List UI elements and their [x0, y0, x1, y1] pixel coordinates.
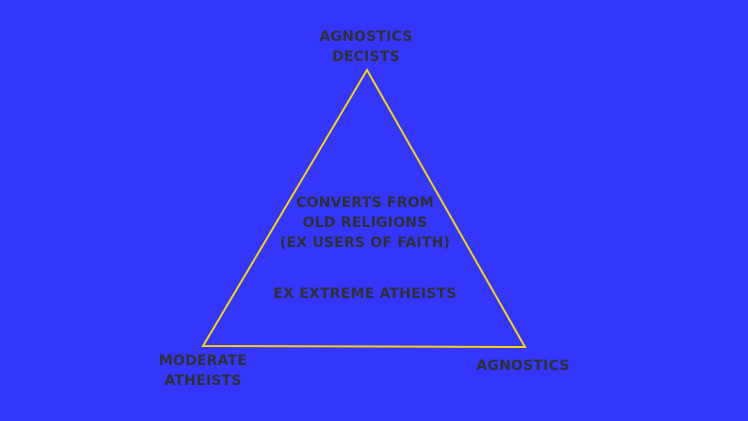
bottom-left-vertex-label: MODERATE ATHEISTS: [159, 351, 247, 391]
center-label-line1: CONVERTS FROM: [296, 195, 434, 211]
triangle: [201, 68, 527, 349]
center-label-line3: (EX USERS OF FAITH): [279, 235, 451, 251]
bottom-right-vertex-label: AGNOSTICS: [476, 358, 570, 374]
top-label-line1: AGNOSTICS: [319, 29, 413, 45]
top-label-line2: DECISTS: [332, 49, 400, 65]
center-label: CONVERTS FROM OLD RELIGIONS (EX USERS OF…: [280, 193, 450, 253]
bottom-left-label-line1: MODERATE: [158, 353, 248, 369]
top-vertex-label: AGNOSTICS DECISTS: [319, 27, 412, 67]
bottom-left-label-line2: ATHEISTS: [164, 373, 242, 389]
inner-label: EX EXTREME ATHEISTS: [273, 286, 457, 302]
center-label-line2: OLD RELIGIONS: [302, 215, 428, 231]
